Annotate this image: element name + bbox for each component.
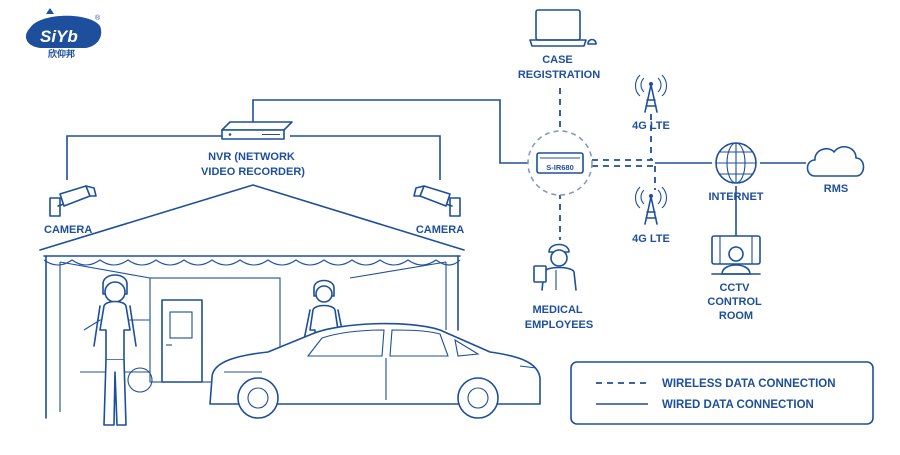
lte-top-label: 4G LTE (632, 120, 670, 132)
cloud-icon (806, 145, 865, 177)
cell-tower-icon (634, 74, 668, 113)
tent-icon (39, 184, 465, 419)
globe-icon (715, 142, 757, 184)
laptop-icon (529, 9, 597, 47)
logo-brand: SiYb (40, 27, 78, 46)
wired-lines (66, 99, 806, 236)
person-icon (93, 274, 137, 426)
router-model-label: S-IR680 (546, 163, 574, 172)
case-registration-label: CASE REGISTRATION (518, 54, 600, 81)
medical-label: MEDICAL EMPLOYEES (525, 304, 593, 331)
rms-label: RMS (824, 183, 848, 195)
car-icon (209, 322, 541, 419)
logo-icon: SiYb ® 欣仰邦 (25, 8, 102, 59)
cctv-room-icon (711, 235, 761, 275)
cctv-label: CCTV CONTROL ROOM (707, 282, 764, 322)
legend-wireless-label: WIRELESS DATA CONNECTION (662, 378, 836, 390)
nvr-label: NVR (NETWORK VIDEO RECORDER) (201, 151, 305, 178)
back-vehicle-wheel (127, 367, 153, 393)
logo-subtitle: 欣仰邦 (48, 48, 75, 59)
internet-label: INTERNET (709, 191, 764, 203)
router-icon: S-IR680 (527, 130, 593, 196)
camera-icon (49, 185, 97, 217)
camera-icon (413, 185, 461, 217)
camera-left-label: CAMERA (44, 224, 92, 236)
nvr-icon (221, 121, 293, 140)
legend: WIRELESS DATA CONNECTION WIRED DATA CONN… (570, 361, 874, 425)
medical-worker-icon (533, 243, 577, 291)
door-icon (161, 299, 203, 383)
wireless-lines (559, 88, 656, 240)
camera-right-label: CAMERA (416, 224, 464, 236)
legend-wired-label: WIRED DATA CONNECTION (662, 399, 814, 411)
lte-bottom-label: 4G LTE (632, 233, 670, 245)
cell-tower-icon (634, 186, 668, 225)
logo-registered-mark: ® (95, 14, 101, 22)
